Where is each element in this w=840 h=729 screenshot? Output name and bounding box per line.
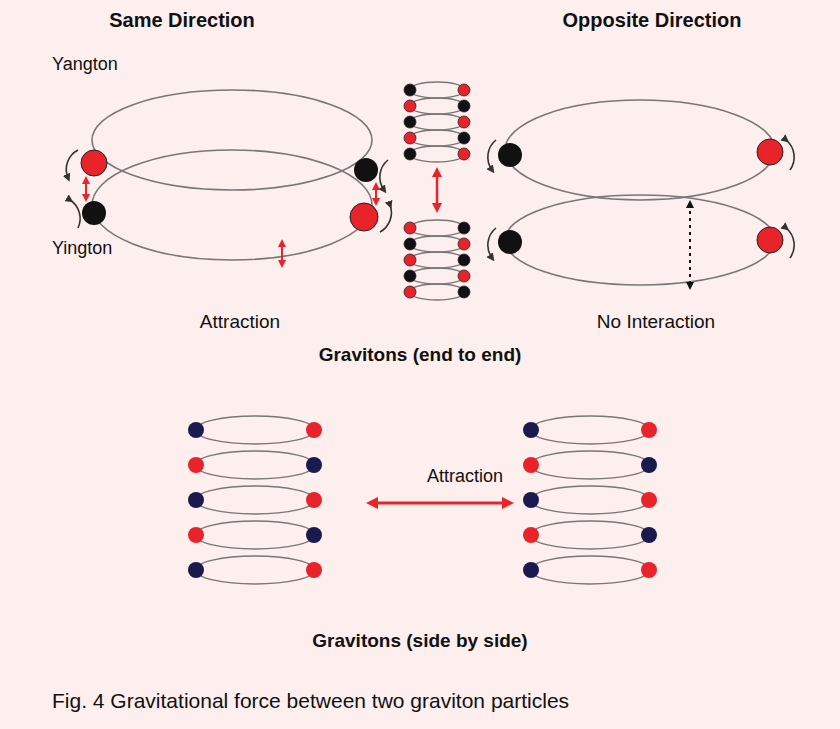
side-by-side-stacks (195, 416, 650, 584)
arrangement-heading: Gravitons (side by side) (312, 630, 527, 652)
arrangement-heading: Gravitons (end to end) (319, 344, 522, 366)
same-direction-rings (92, 90, 372, 260)
section-heading: Opposite Direction (563, 9, 742, 32)
end-to-end-stacks (409, 82, 465, 300)
section-heading: Same Direction (109, 9, 255, 32)
end-to-end-dots (404, 84, 470, 298)
interaction-label: No Interaction (597, 311, 715, 333)
side-by-side-dots (188, 422, 657, 578)
interaction-label: Attraction (427, 466, 503, 487)
particle-name: Yangton (52, 54, 118, 75)
figure-caption: Fig. 4 Gravitational force between two g… (52, 689, 569, 713)
interaction-label: Attraction (200, 311, 280, 333)
opposite-direction-rings (505, 100, 775, 285)
particle-name: Yington (52, 238, 112, 259)
